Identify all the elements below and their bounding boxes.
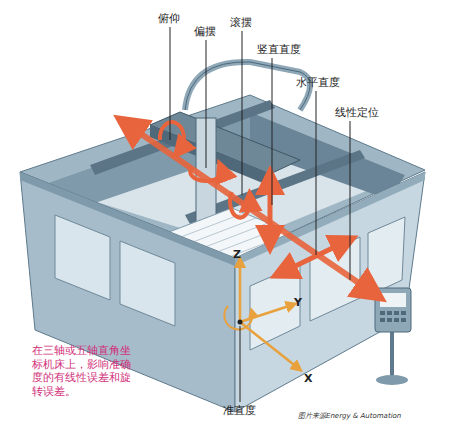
error-label: 准直度 xyxy=(223,404,256,417)
credit-text: 图片来源Energy & Automation xyxy=(298,412,401,420)
axis-label: Y xyxy=(294,296,302,309)
error-label: 偏摆 xyxy=(194,25,216,38)
axis-label: X xyxy=(304,372,312,385)
error-label: 竖直直度 xyxy=(257,43,301,56)
error-label: 水平直度 xyxy=(296,76,340,89)
error-label: 俯仰 xyxy=(158,12,180,25)
note-text: 在三轴或五轴直角坐标机床上，影响准确度的有线性误差和旋转误差。 xyxy=(32,344,132,399)
error-label: 线性定位 xyxy=(335,106,379,119)
axis-label: Z xyxy=(233,248,241,261)
error-label: 滚摆 xyxy=(230,16,252,29)
